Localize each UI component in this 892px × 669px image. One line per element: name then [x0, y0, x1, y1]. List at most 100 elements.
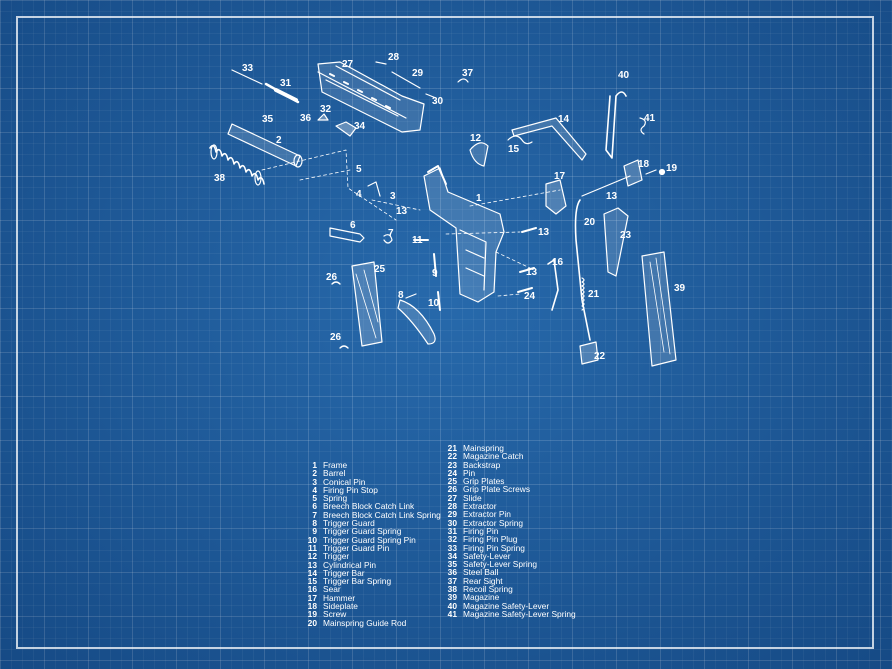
- slide-drawing: [317, 61, 425, 133]
- legend-part-name: Mainspring Guide Rod: [323, 617, 407, 628]
- callout-41: 41: [644, 113, 656, 124]
- legend-number: 38: [447, 584, 457, 595]
- legend-part-name: Barrel: [323, 468, 346, 479]
- legend-number: 29: [447, 509, 457, 520]
- legend-part-name: Steel Ball: [463, 567, 499, 578]
- legend-number: 39: [447, 592, 457, 603]
- legend-number: 8: [312, 518, 317, 529]
- legend-number: 33: [447, 542, 457, 553]
- callout-13-c: 13: [538, 227, 550, 238]
- legend-number: 2: [312, 468, 317, 479]
- callout-2: 2: [276, 135, 282, 146]
- legend-part-name: Breech Block Catch Link Spring: [323, 509, 441, 520]
- callout-24: 24: [524, 291, 536, 302]
- callout-16: 16: [552, 257, 564, 268]
- legend-row: 1 Frame: [304, 460, 441, 470]
- legend-number: 37: [447, 575, 457, 586]
- legend-part-name: Firing Pin: [463, 525, 499, 536]
- legend-part-name: Trigger Guard Pin: [323, 542, 390, 553]
- callout-3: 3: [390, 191, 396, 202]
- legend-number: 1: [312, 460, 317, 470]
- callout-1: 1: [476, 193, 482, 204]
- callout-26-a: 26: [326, 272, 338, 283]
- legend-part-name: Firing Pin Stop: [323, 484, 378, 495]
- legend-part-name: Trigger: [323, 551, 350, 562]
- legend-number: 4: [312, 484, 317, 495]
- legend-part-name: Extractor: [463, 501, 497, 512]
- callout-23: 23: [620, 230, 632, 241]
- callout-15: 15: [508, 144, 520, 155]
- callout-29: 29: [412, 68, 424, 79]
- legend-part-name: Magazine Catch: [463, 451, 524, 462]
- callout-13-d: 13: [526, 267, 538, 278]
- trigger-bar-drawing: [511, 117, 587, 161]
- callout-13-b: 13: [606, 191, 618, 202]
- legend-row: 34 Safety-Lever: [444, 550, 576, 561]
- legend-part-name: Spring: [323, 493, 348, 504]
- legend-number: 10: [307, 534, 317, 545]
- callout-37: 37: [462, 68, 474, 79]
- legend-part-name: Trigger Bar Spring: [323, 576, 392, 587]
- callout-25: 25: [374, 264, 386, 275]
- legend-number: 34: [447, 550, 457, 561]
- legend-number: 21: [447, 443, 457, 453]
- callout-4: 4: [356, 189, 362, 200]
- legend-part-name: Trigger Guard Spring Pin: [323, 534, 416, 545]
- callout-40: 40: [618, 70, 630, 81]
- legend-number: 27: [447, 492, 457, 503]
- legend-row: 12 Trigger: [304, 551, 441, 562]
- callout-39: 39: [674, 283, 686, 294]
- legend-part-name: Breech Block Catch Link: [323, 501, 415, 512]
- legend-part-name: Trigger Guard Spring: [323, 526, 402, 537]
- callout-22: 22: [594, 351, 606, 362]
- callout-8: 8: [398, 290, 404, 301]
- legend-part-name: Rear Sight: [463, 575, 503, 586]
- legend-number: 12: [307, 551, 317, 562]
- legend-number: 7: [312, 509, 317, 520]
- legend-number: 22: [447, 451, 457, 462]
- legend-row: 37 Rear Sight: [444, 575, 576, 586]
- legend-number: 30: [447, 517, 457, 528]
- legend-part-name: Grip Plate Screws: [463, 484, 531, 495]
- legend-number: 35: [447, 559, 457, 570]
- callout-10: 10: [428, 298, 440, 309]
- legend-row: 4 Firing Pin Stop: [304, 484, 441, 495]
- callout-33: 33: [242, 63, 254, 74]
- legend-number: 17: [307, 592, 317, 603]
- callout-21: 21: [588, 289, 600, 300]
- legend-part-name: Safety-Lever: [463, 550, 511, 561]
- legend-part-name: Magazine Safety-Lever Spring: [463, 608, 576, 619]
- legend-number: 40: [447, 600, 457, 611]
- grip-plate-drawing: [351, 261, 383, 347]
- legend-part-name: Frame: [323, 460, 348, 470]
- legend-part-name: Recoil Spring: [463, 584, 513, 595]
- legend-number: 19: [307, 609, 317, 620]
- callout-6: 6: [350, 220, 356, 231]
- legend-number: 31: [447, 525, 457, 536]
- firing-pin-drawing: [231, 69, 300, 104]
- legend-number: 6: [312, 501, 317, 512]
- legend-number: 18: [307, 601, 317, 612]
- legend-part-name: Trigger Bar: [323, 567, 365, 578]
- callout-20: 20: [584, 217, 596, 228]
